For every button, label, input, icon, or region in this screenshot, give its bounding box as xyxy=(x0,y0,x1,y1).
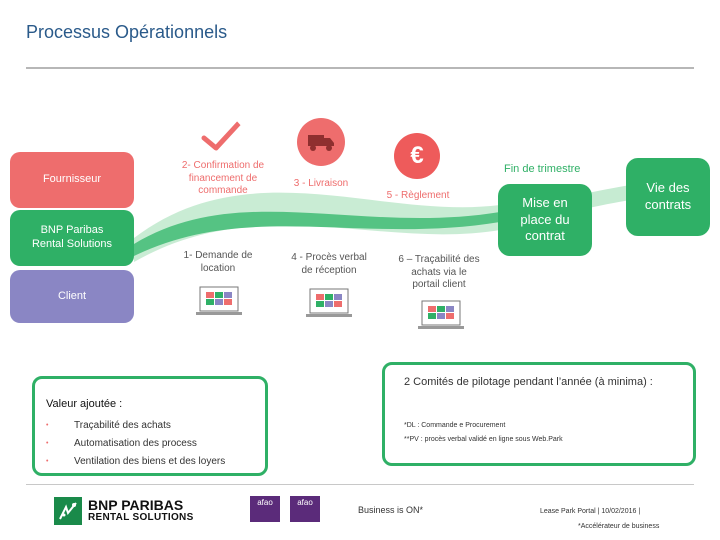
note-dl: *DL : Commande e Procurement xyxy=(404,422,506,429)
mise-en-place-box: Mise en place du contrat xyxy=(498,184,592,256)
footer-note: *Accélérateur de business xyxy=(578,523,660,530)
valeur-ajoutee-callout xyxy=(32,376,268,476)
truck-glyph xyxy=(308,135,334,151)
step-5-label: 5 - Règlement xyxy=(386,190,450,201)
valeur-ajoutee-title: Valeur ajoutée : xyxy=(46,398,123,410)
valeur-ajoutee-list: •Traçabilité des achats •Automatisation … xyxy=(46,416,225,470)
laptop-icon xyxy=(196,286,242,315)
afao-badge: afao xyxy=(250,496,280,522)
step-3-label: 3 - Livraison xyxy=(293,178,349,189)
truck-icon xyxy=(297,118,345,166)
check-icon xyxy=(201,119,243,151)
list-item: •Traçabilité des achats xyxy=(46,419,171,431)
step-4-label: 4 - Procès verbal de réception xyxy=(291,252,367,276)
step-2-label: 2- Confirmation de financement de comman… xyxy=(181,160,265,196)
page-title: Processus Opérationnels xyxy=(26,22,228,42)
list-item: •Ventilation des biens et des loyers xyxy=(46,455,226,467)
vie-des-contrats-box: Vie des contrats xyxy=(626,158,710,236)
step-1-label: 1- Demande de location xyxy=(183,250,253,274)
actor-bnp-paribas: BNP Paribas Rental Solutions xyxy=(10,210,134,266)
flow-band-light xyxy=(134,192,500,262)
afao-badge: afao xyxy=(290,496,320,522)
footer-date: Lease Park Portal | 10/02/2016 | xyxy=(540,508,641,515)
bnp-logo: BNP PARIBAS RENTAL SOLUTIONS xyxy=(54,496,194,526)
comites-text: 2 Comités de pilotage pendant l’année (à… xyxy=(404,376,653,388)
actor-client: Client xyxy=(10,270,134,323)
laptop-icon xyxy=(306,288,352,317)
business-tagline: Business is ON* xyxy=(358,505,424,515)
euro-icon: € xyxy=(394,133,440,179)
fin-trimestre-label: Fin de trimestre xyxy=(504,163,581,175)
footer-divider xyxy=(26,484,694,485)
stars-glyph xyxy=(59,502,77,520)
list-item: •Automatisation des process xyxy=(46,437,197,449)
actor-fournisseur: Fournisseur xyxy=(10,152,134,208)
step-6-label: 6 – Traçabilité des achats via le portai… xyxy=(398,254,480,290)
laptop-icon xyxy=(418,300,464,329)
bnp-star-icon xyxy=(54,497,82,525)
comites-callout xyxy=(382,362,696,466)
flow-band-dark xyxy=(134,211,500,256)
title-divider xyxy=(26,67,694,69)
note-pv: **PV : procès verbal validé en ligne sou… xyxy=(404,436,563,443)
